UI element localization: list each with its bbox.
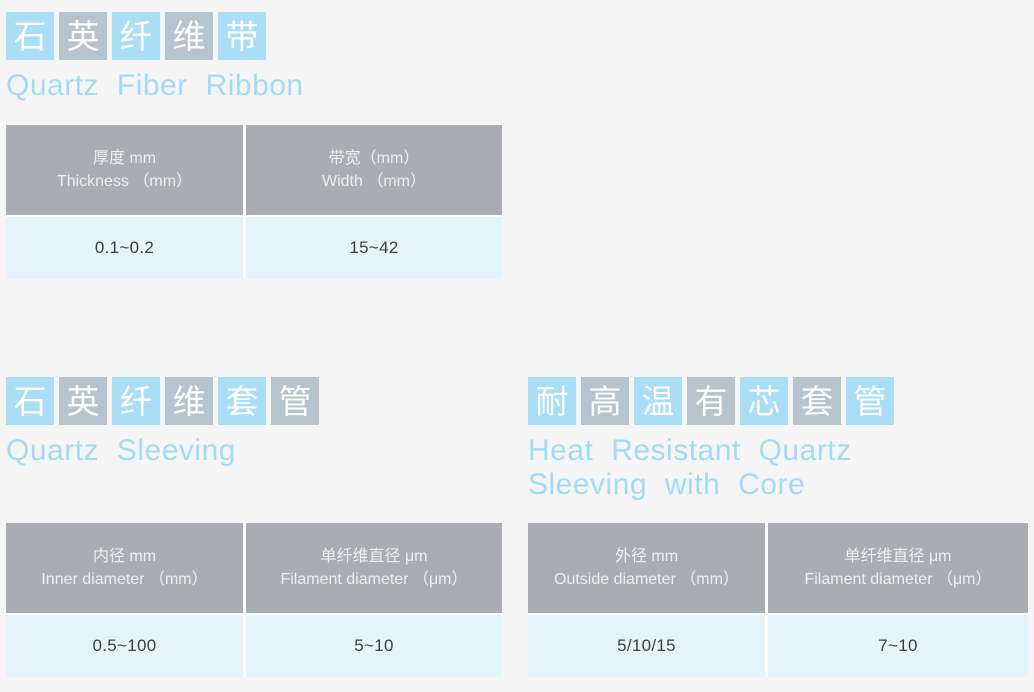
english-subtitle: Quartz Fiber Ribbon xyxy=(6,69,304,102)
chinese-title: 耐 高 温 有 芯 套 管 xyxy=(528,377,1028,425)
table-header-cell: 内径 mm Inner diameter （mm） xyxy=(6,523,243,613)
header-label-zh: 内径 mm xyxy=(92,548,157,565)
table-header-row: 外径 mm Outside diameter （mm） 单纤维直径 μm Fil… xyxy=(528,523,1028,613)
title-char-box: 石 xyxy=(6,12,54,60)
header-label-en: Inner diameter （mm） xyxy=(41,571,208,588)
table-header-cell: 外径 mm Outside diameter （mm） xyxy=(528,523,765,613)
title-char-box: 英 xyxy=(59,12,107,60)
title-char-box: 带 xyxy=(218,12,266,60)
english-subtitle: Quartz Sleeving xyxy=(6,434,236,467)
table-value-cell: 5~10 xyxy=(246,615,502,677)
spec-table-heat-resistant-sleeving: 外径 mm Outside diameter （mm） 单纤维直径 μm Fil… xyxy=(528,523,1028,677)
table-value-cell: 5/10/15 xyxy=(528,615,765,677)
table-header-cell: 单纤维直径 μm Filament diameter （μm） xyxy=(768,523,1028,613)
table-value-cell: 15~42 xyxy=(246,217,502,279)
title-char-box: 英 xyxy=(59,377,107,425)
title-char-box: 套 xyxy=(218,377,266,425)
title-char-box: 耐 xyxy=(528,377,576,425)
header-label-en: Filament diameter （μm） xyxy=(804,571,992,588)
title-char-box: 维 xyxy=(165,377,213,425)
header-label-zh: 带宽（mm） xyxy=(328,150,420,167)
table-data-row: 5/10/15 7~10 xyxy=(528,615,1028,677)
header-label-en: Outside diameter （mm） xyxy=(554,571,739,588)
table-header-row: 内径 mm Inner diameter （mm） 单纤维直径 μm Filam… xyxy=(6,523,502,613)
spec-table-quartz-sleeving: 内径 mm Inner diameter （mm） 单纤维直径 μm Filam… xyxy=(6,523,502,677)
title-char-box: 管 xyxy=(846,377,894,425)
table-header-cell: 厚度 mm Thickness （mm） xyxy=(6,125,243,215)
header-label-en: Width （mm） xyxy=(321,173,426,190)
title-char-box: 套 xyxy=(793,377,841,425)
table-header-cell: 单纤维直径 μm Filament diameter （μm） xyxy=(246,523,502,613)
header-label-en: Filament diameter （μm） xyxy=(280,571,468,588)
title-char-box: 管 xyxy=(271,377,319,425)
chinese-title: 石 英 纤 维 带 xyxy=(6,12,502,60)
spec-table-quartz-fiber-ribbon: 厚度 mm Thickness （mm） 带宽（mm） Width （mm） 0… xyxy=(6,125,502,279)
section-quartz-fiber-ribbon: 石 英 纤 维 带 Quartz Fiber Ribbon 厚度 mm Thic… xyxy=(6,12,502,292)
header-label-en: Thickness （mm） xyxy=(56,173,193,190)
header-label-zh: 外径 mm xyxy=(614,548,679,565)
section-heat-resistant-quartz-sleeving-with-core: 耐 高 温 有 芯 套 管 Heat Resistant Quartz Slee… xyxy=(528,377,1028,679)
header-label-zh: 单纤维直径 μm xyxy=(844,548,952,565)
title-char-box: 纤 xyxy=(112,12,160,60)
table-header-row: 厚度 mm Thickness （mm） 带宽（mm） Width （mm） xyxy=(6,125,502,215)
title-char-box: 有 xyxy=(687,377,735,425)
table-value-cell: 0.5~100 xyxy=(6,615,243,677)
table-data-row: 0.5~100 5~10 xyxy=(6,615,502,677)
english-subtitle: Heat Resistant Quartz Sleeving with Core xyxy=(528,434,852,501)
section-quartz-sleeving: 石 英 纤 维 套 管 Quartz Sleeving 内径 mm Inner … xyxy=(6,377,502,679)
table-value-cell: 0.1~0.2 xyxy=(6,217,243,279)
title-char-box: 纤 xyxy=(112,377,160,425)
title-char-box: 维 xyxy=(165,12,213,60)
title-char-box: 芯 xyxy=(740,377,788,425)
header-label-zh: 厚度 mm xyxy=(92,150,157,167)
title-char-box: 温 xyxy=(634,377,682,425)
table-data-row: 0.1~0.2 15~42 xyxy=(6,217,502,279)
chinese-title: 石 英 纤 维 套 管 xyxy=(6,377,502,425)
header-label-zh: 单纤维直径 μm xyxy=(320,548,428,565)
title-char-box: 石 xyxy=(6,377,54,425)
title-char-box: 高 xyxy=(581,377,629,425)
table-value-cell: 7~10 xyxy=(768,615,1028,677)
table-header-cell: 带宽（mm） Width （mm） xyxy=(246,125,502,215)
